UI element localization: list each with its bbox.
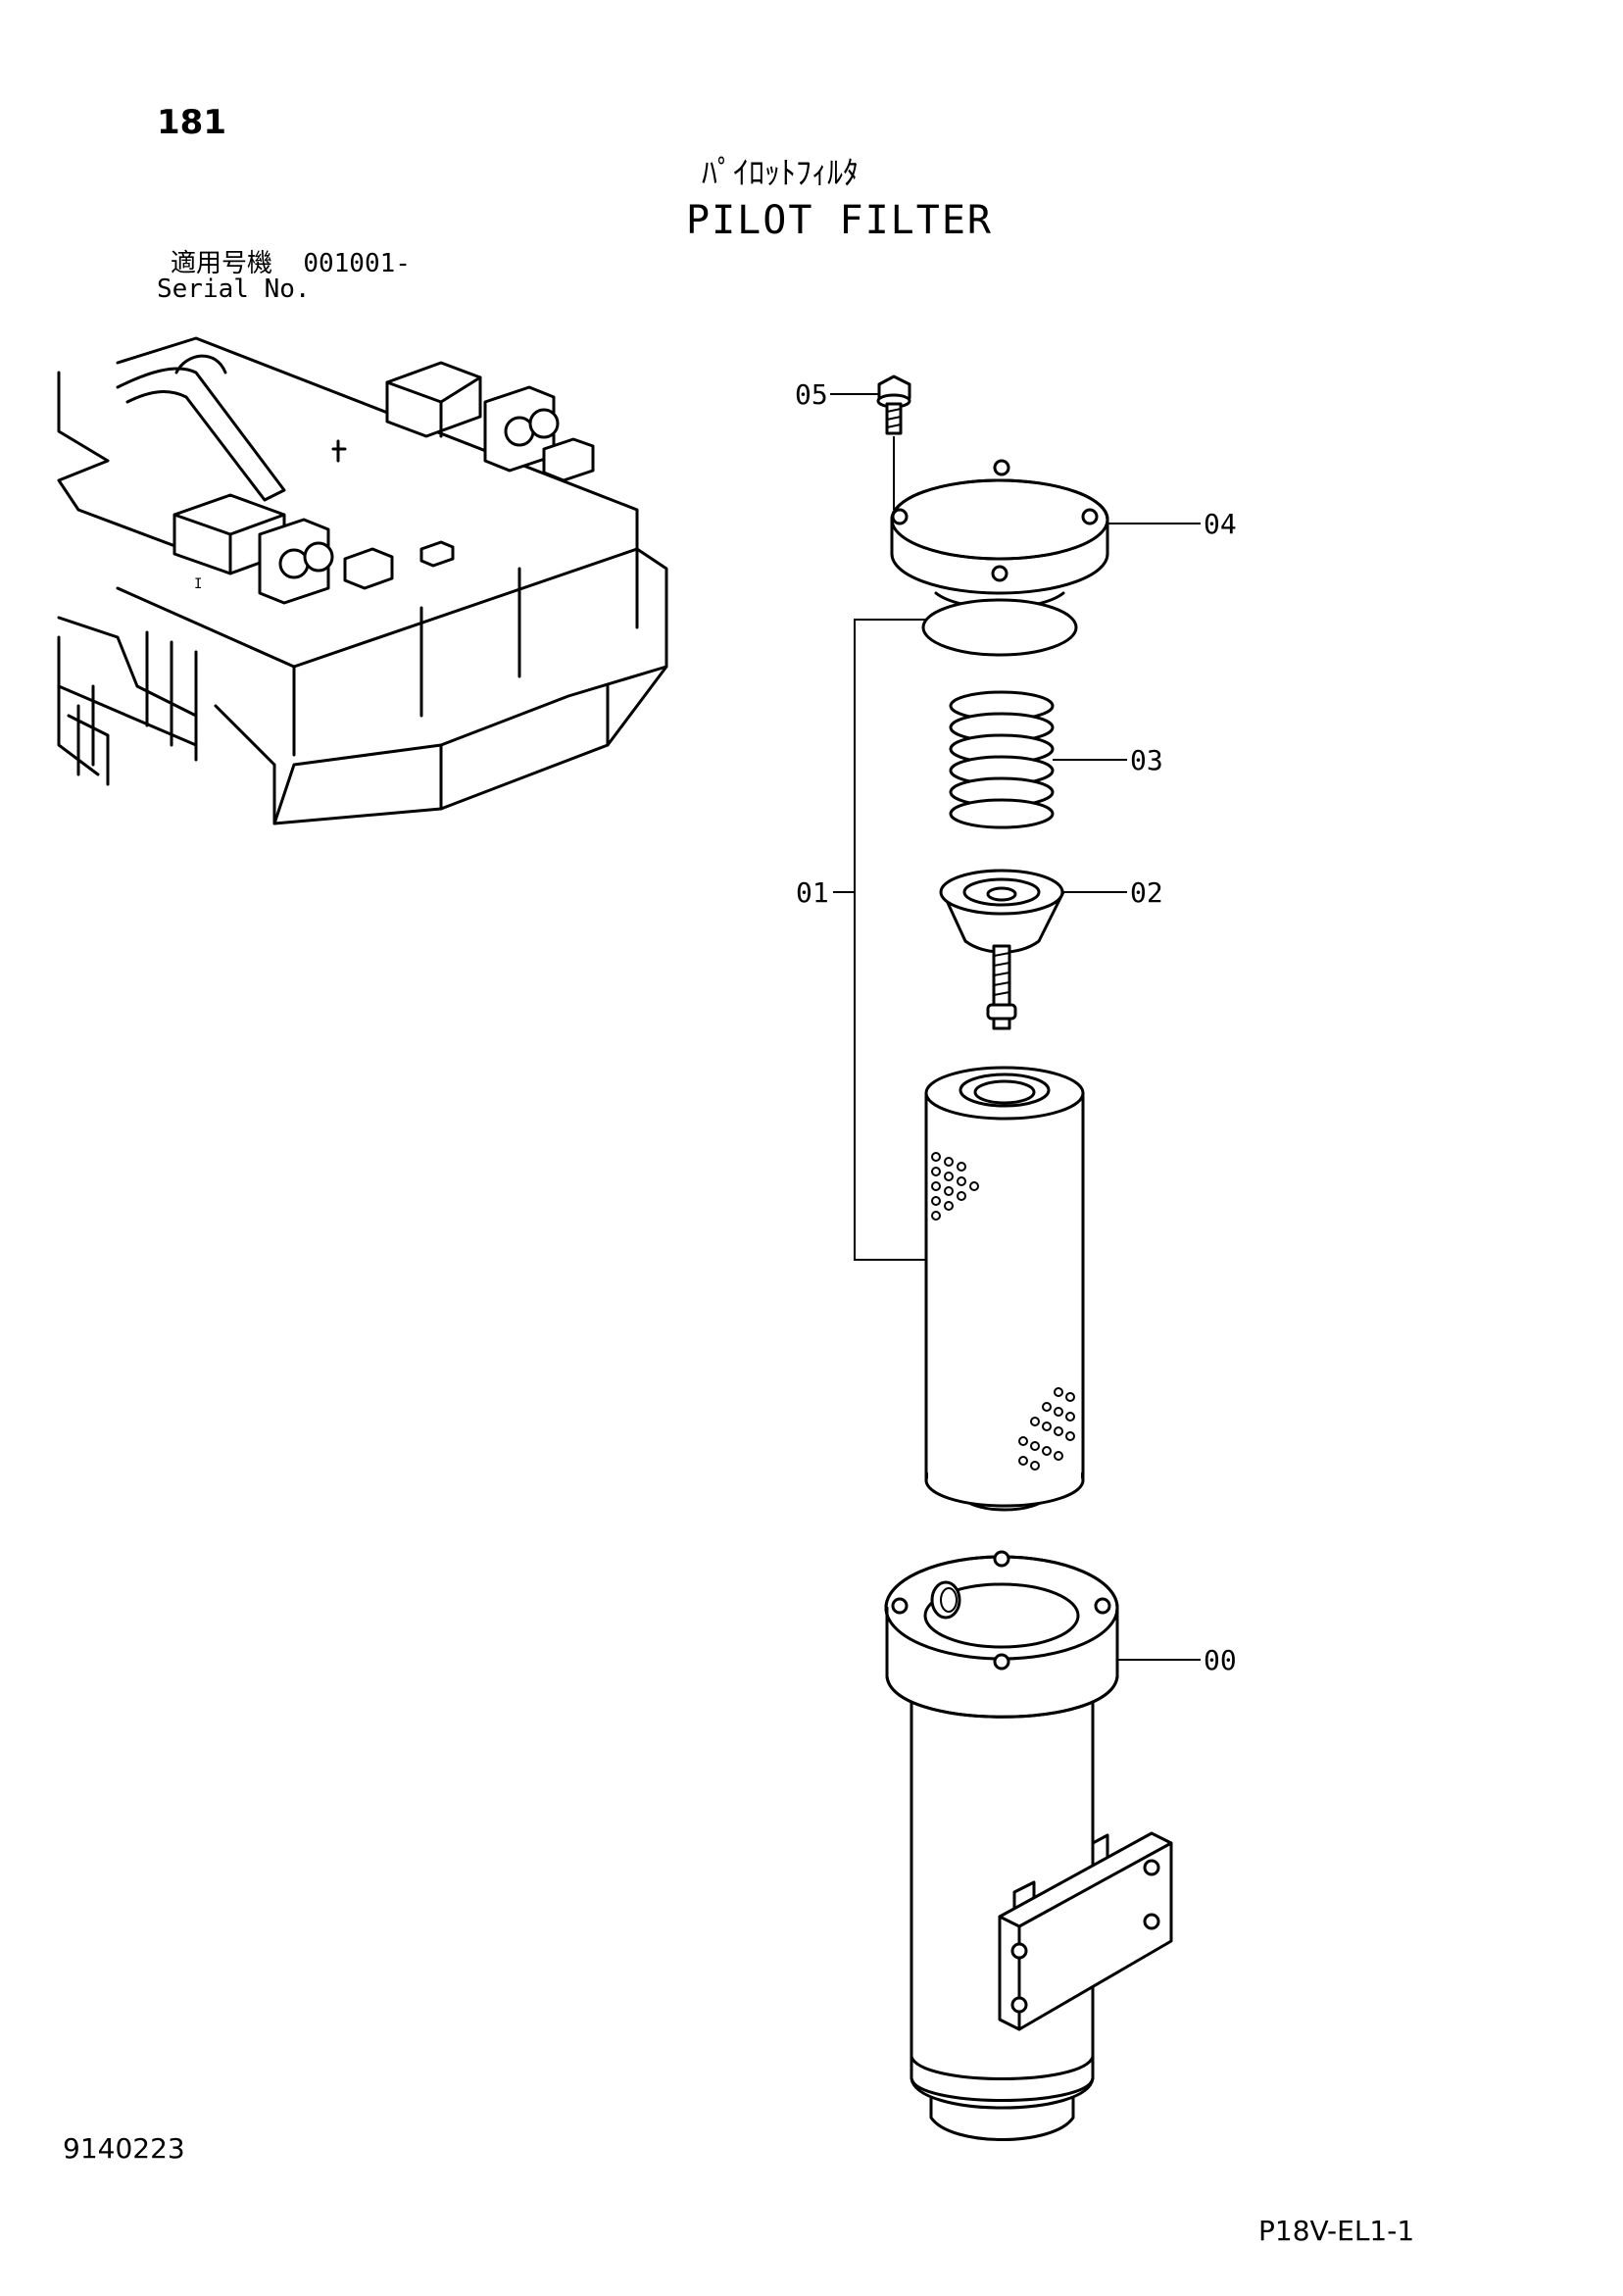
page-title: PILOT FILTER: [686, 198, 993, 243]
serial-applicability: 適用号機 001001-: [171, 251, 411, 276]
callout-01: 01: [796, 876, 829, 909]
serial-label-jp: 適用号機: [171, 249, 273, 278]
serial-label-en: Serial No.: [157, 275, 311, 304]
cover-04: [890, 459, 1109, 610]
filter-element-01: [924, 1066, 1085, 1512]
svg-text:I: I: [194, 576, 202, 592]
callout-05: 05: [795, 378, 828, 411]
spring-03: [949, 690, 1055, 829]
callout-00: 00: [1204, 1644, 1237, 1676]
page-number: 181: [157, 103, 226, 142]
callout-leaders: [830, 393, 1201, 1661]
callout-02: 02: [1130, 876, 1163, 909]
callout-03: 03: [1130, 744, 1163, 776]
bolt-05: [876, 374, 911, 510]
o-ring: [921, 598, 1078, 657]
exploded-parts-view: [830, 374, 1201, 2141]
valve-02: [939, 869, 1065, 1030]
serial-range: 001001-: [303, 249, 411, 278]
page-code: P18V-EL1-1: [1258, 2215, 1415, 2247]
filter-housing-00: [884, 1550, 1173, 2141]
title-japanese: ﾊﾟｲﾛｯﾄﾌｨﾙﾀ: [702, 154, 860, 191]
document-code: 9140223: [63, 2132, 185, 2165]
machine-location-view: I: [57, 336, 668, 825]
callout-04: 04: [1204, 508, 1237, 540]
